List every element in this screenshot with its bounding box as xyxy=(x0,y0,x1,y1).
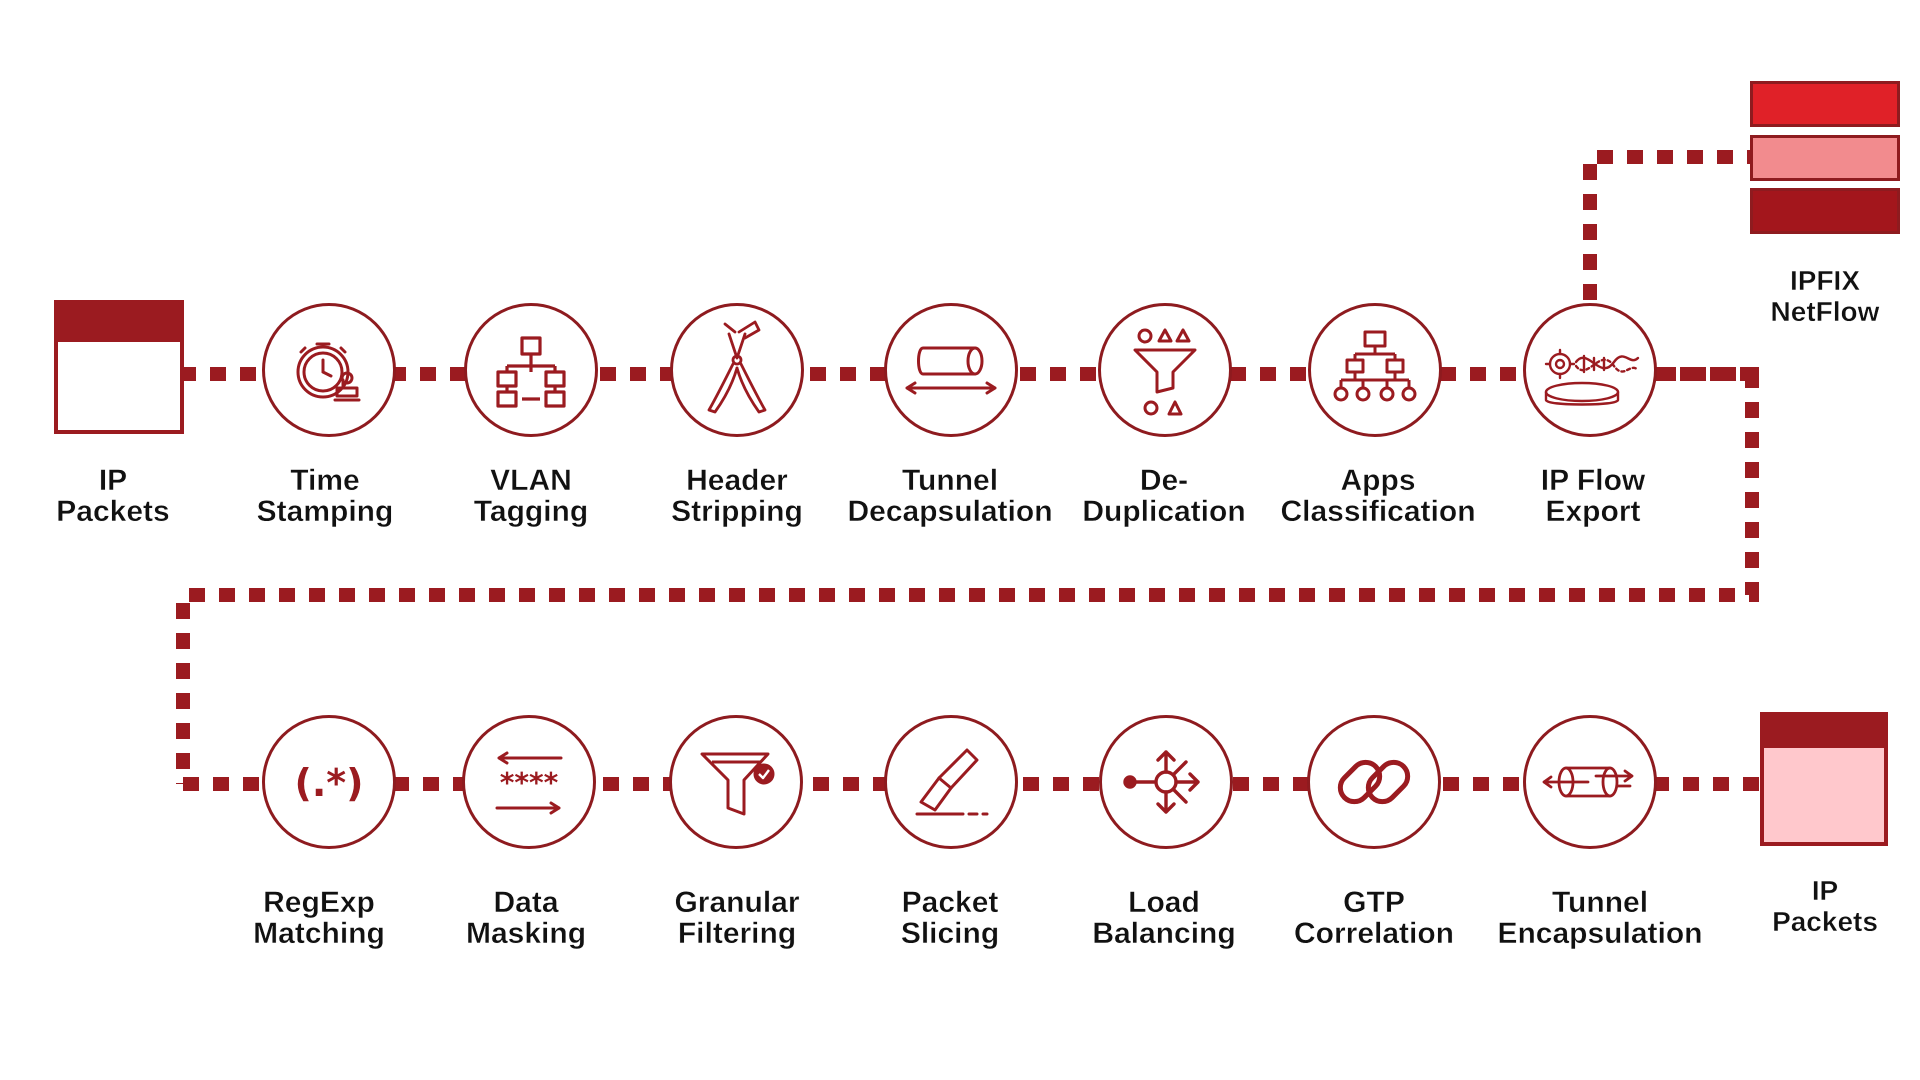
node-header-stripping xyxy=(670,303,804,437)
export-bar-dark xyxy=(1750,188,1900,234)
export-bar-light xyxy=(1750,135,1900,181)
node-ip-flow-export xyxy=(1523,303,1657,437)
org-chart-icon xyxy=(1333,330,1417,402)
export-bar-bright xyxy=(1750,81,1900,127)
svg-text:****: **** xyxy=(500,766,559,799)
pliers-icon xyxy=(707,320,767,414)
filter-check-icon xyxy=(700,752,775,816)
stopwatch-stamp-icon xyxy=(296,342,361,402)
node-load-balancing xyxy=(1099,715,1233,849)
node-gtp-correlation xyxy=(1307,715,1441,849)
svg-text:(.*): (.*) xyxy=(294,761,363,805)
export-branch-connector xyxy=(1583,150,1750,300)
blade-icon xyxy=(915,748,989,816)
chain-link-icon xyxy=(1337,759,1411,805)
node-time-stamping xyxy=(262,303,396,437)
network-hierarchy-icon xyxy=(496,336,566,408)
load-balance-icon xyxy=(1123,750,1200,814)
node-apps-classification xyxy=(1308,303,1442,437)
output-packet-icon xyxy=(1760,712,1888,846)
node-de-duplication xyxy=(1098,303,1232,437)
label-de-duplication: De-Duplication xyxy=(1082,464,1246,528)
data-masking-icon: **** xyxy=(495,751,563,815)
node-regexp-matching: (.*) xyxy=(262,715,396,849)
node-tunnel-decapsulation xyxy=(884,303,1018,437)
node-granular-filtering xyxy=(669,715,803,849)
flow-export-icon xyxy=(1544,348,1640,406)
node-packet-slicing xyxy=(884,715,1018,849)
input-packet-icon xyxy=(54,300,184,434)
tunnel-encap-icon xyxy=(1542,766,1634,798)
tunnel-decap-icon xyxy=(905,346,997,395)
funnel-shapes-icon xyxy=(1133,328,1197,416)
node-vlan-tagging xyxy=(464,303,598,437)
node-tunnel-encapsulation xyxy=(1523,715,1657,849)
node-data-masking: **** xyxy=(462,715,596,849)
regex-icon: (.*) xyxy=(294,761,363,805)
wrap-connector xyxy=(176,367,1759,784)
